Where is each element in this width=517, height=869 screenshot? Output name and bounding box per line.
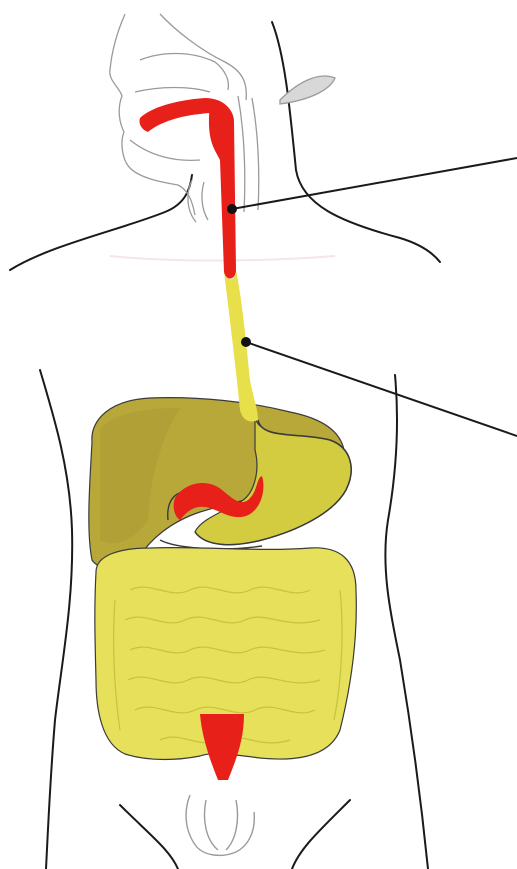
leader-dot-upper <box>227 204 237 214</box>
collar-tint <box>110 256 335 261</box>
left-torso-line <box>40 370 72 869</box>
right-torso-line <box>385 375 428 869</box>
nasal-cavity-line <box>140 54 228 91</box>
groin-left-line <box>120 805 178 869</box>
callout-upper <box>227 158 517 214</box>
genital-outline <box>186 795 254 855</box>
spine-column-back-line <box>252 98 259 210</box>
oesophagus-lower <box>224 270 258 422</box>
rectum-highlight <box>200 714 244 780</box>
groin-right-line <box>292 800 350 869</box>
palate-line <box>135 88 210 93</box>
leader-line-upper <box>232 158 517 209</box>
spine-column-line <box>238 96 245 212</box>
jaw-line <box>130 140 200 160</box>
pharynx-oesophagus-upper <box>209 104 236 279</box>
leader-dot-lower <box>241 337 251 347</box>
ear-shape <box>280 76 335 104</box>
right-neck-shoulder-line <box>272 22 440 262</box>
left-shoulder-line <box>10 175 192 270</box>
